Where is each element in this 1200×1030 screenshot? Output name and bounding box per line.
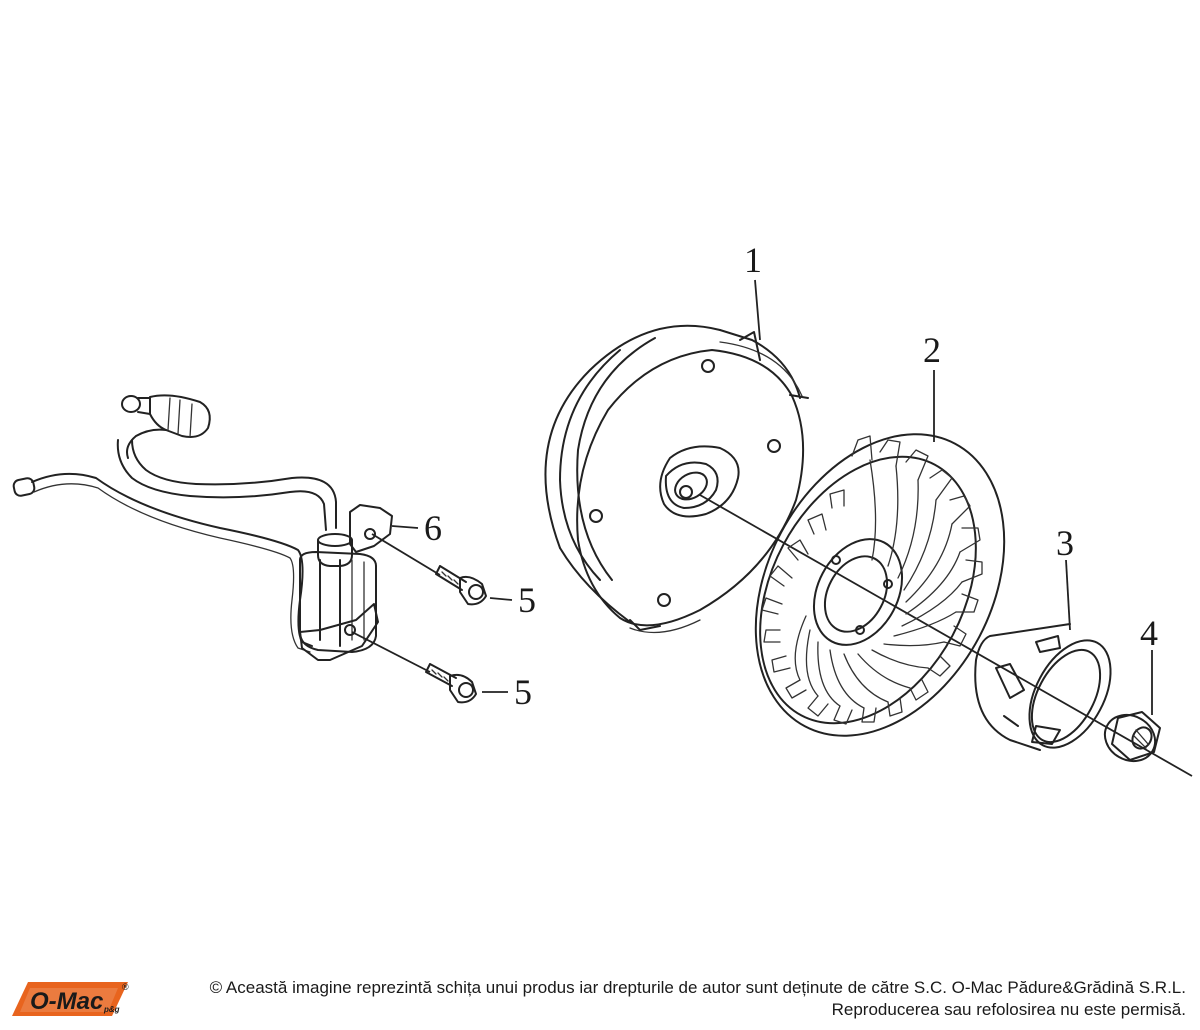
copyright-line-1: © Această imagine reprezintă schița unui… (209, 978, 1186, 997)
logo-registered: ® (122, 982, 129, 992)
coil-bracket-lower (299, 603, 379, 661)
part-label-6: 6 (424, 508, 442, 548)
part-label-2: 2 (923, 330, 941, 370)
logo-text: O-Mac (30, 988, 103, 1015)
bolt-lower (351, 631, 508, 704)
copyright-notice: © Această imagine reprezintă schița unui… (210, 977, 1186, 1021)
starter-cup (974, 623, 1112, 751)
ground-wire (31, 472, 313, 647)
leader-3 (1065, 559, 1071, 631)
ignition-coil-assembly (12, 394, 393, 661)
coil-body (299, 533, 377, 653)
cooling-fan (754, 433, 1006, 737)
flywheel (544, 324, 1193, 777)
bolt-upper (371, 533, 513, 606)
part-label-4: 4 (1140, 613, 1158, 653)
part-label-5-lower: 5 (514, 672, 532, 712)
leader-1 (754, 279, 761, 341)
spark-plug-cap (121, 394, 211, 459)
part-label-5-upper: 5 (518, 580, 536, 620)
omac-logo: O-Mac p&g ® (12, 982, 129, 1016)
logo-suffix: p&g (103, 1005, 120, 1014)
part-label-1: 1 (744, 240, 762, 280)
copyright-line-2: Reproducerea sau refolosirea nu este per… (831, 1000, 1186, 1019)
coil-bracket-upper (349, 504, 393, 553)
part-label-3: 3 (1056, 523, 1074, 563)
ht-lead (116, 439, 327, 531)
flywheel-nut (1103, 711, 1161, 763)
footer: O-Mac p&g ® © Această imagine reprezintă… (0, 970, 1200, 1030)
